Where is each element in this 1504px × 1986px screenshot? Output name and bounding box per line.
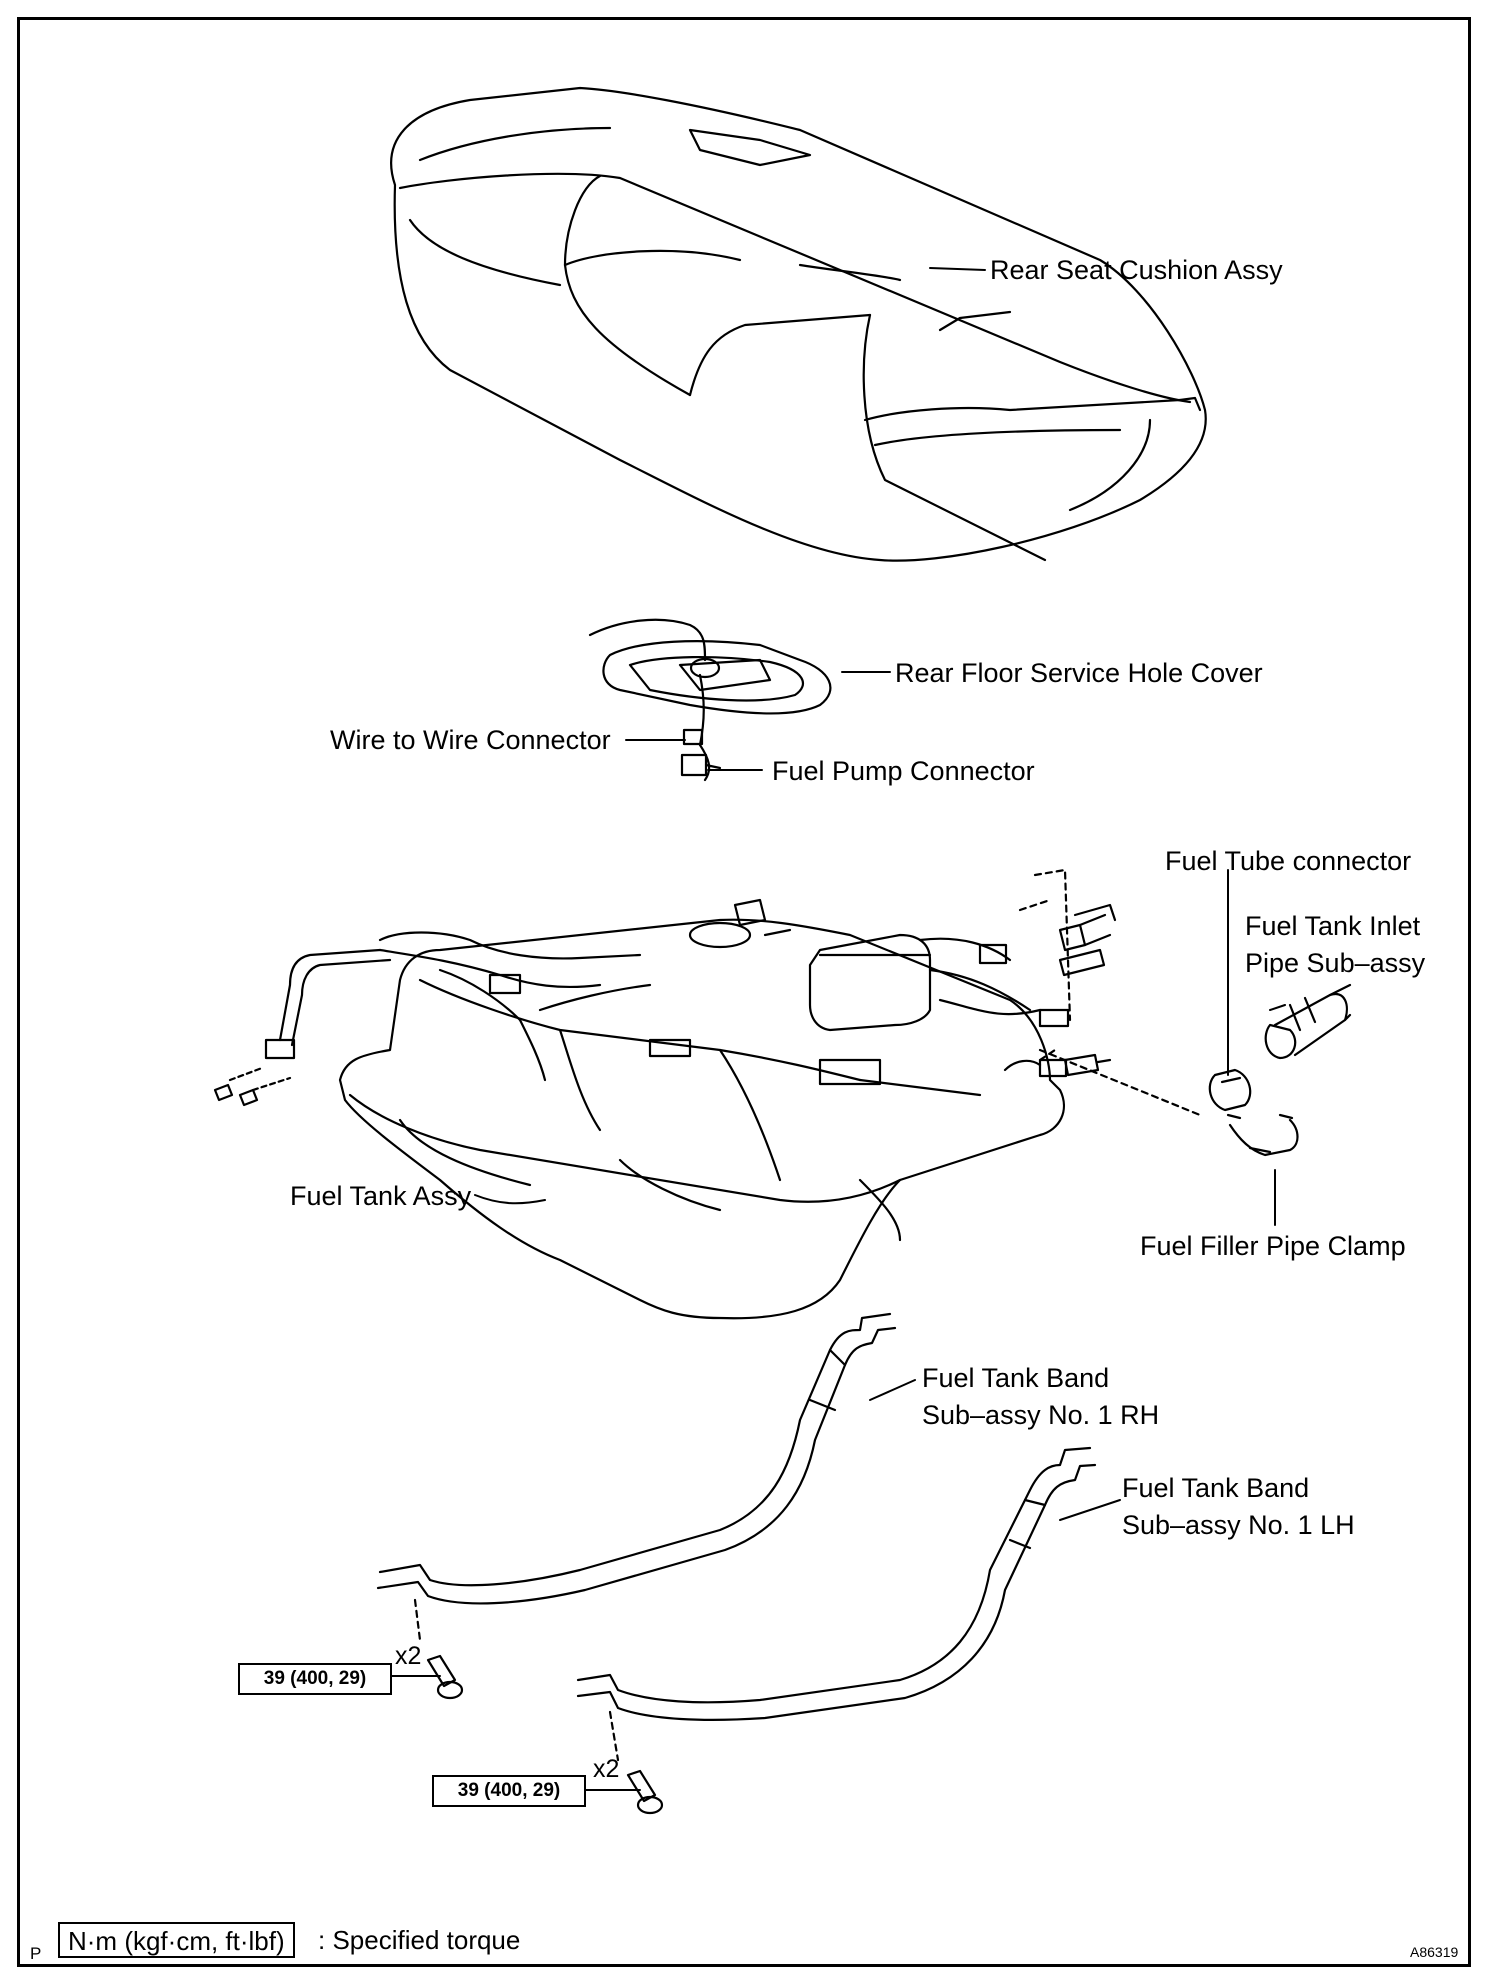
- fuel-pump-connector-label: Fuel Pump Connector: [772, 756, 1035, 786]
- leader-lines: [391, 267, 1286, 1791]
- fuel-tank-drawing: [213, 868, 1202, 1320]
- band-rh-label-line2: Sub–assy No. 1 RH: [922, 1400, 1160, 1430]
- lh-bolt-torque-box: 39 (400, 29): [432, 1775, 586, 1807]
- rear-floor-cover-label: Rear Floor Service Hole Cover: [895, 658, 1263, 688]
- wire-connector-label: Wire to Wire Connector: [330, 725, 611, 755]
- fuel-tank-assy-label: Fuel Tank Assy: [290, 1181, 472, 1211]
- fuel-tube-connector-label: Fuel Tube connector: [1165, 846, 1412, 876]
- filler-pipe-clamp-label: Fuel Filler Pipe Clamp: [1140, 1231, 1406, 1261]
- figure-id: A86319: [1410, 1944, 1459, 1960]
- service-hole-cover-drawing: [588, 618, 832, 782]
- torque-unit-legend-box: N·m (kgf·cm, ft·lbf): [58, 1922, 295, 1958]
- band-bolt-lh-drawing: [608, 1710, 664, 1815]
- inlet-pipe-label-line2: Pipe Sub–assy: [1245, 948, 1426, 978]
- rear-seat-cushion-drawing: [390, 86, 1207, 562]
- diagram-frame: [17, 17, 1471, 1967]
- inlet-pipe-and-clamp-drawing: [1208, 983, 1352, 1157]
- band-rh-label-line1: Fuel Tank Band: [922, 1363, 1110, 1393]
- band-lh-label-line2: Sub–assy No. 1 LH: [1122, 1510, 1355, 1540]
- rear-seat-cushion-label: Rear Seat Cushion Assy: [990, 255, 1283, 285]
- band-lh-label-line1: Fuel Tank Band: [1122, 1473, 1310, 1503]
- tank-band-rh-drawing: [376, 1312, 897, 1605]
- lh-bolt-quantity: x2: [593, 1755, 620, 1783]
- rh-bolt-torque-box: 39 (400, 29): [238, 1663, 392, 1695]
- tank-band-lh-drawing: [576, 1446, 1097, 1721]
- rh-bolt-quantity: x2: [395, 1642, 422, 1670]
- inlet-pipe-label-line1: Fuel Tank Inlet: [1245, 911, 1421, 941]
- corner-mark-p: P: [30, 1944, 42, 1963]
- band-bolt-rh-drawing: [413, 1598, 464, 1700]
- torque-legend-text: : Specified torque: [318, 1925, 521, 1955]
